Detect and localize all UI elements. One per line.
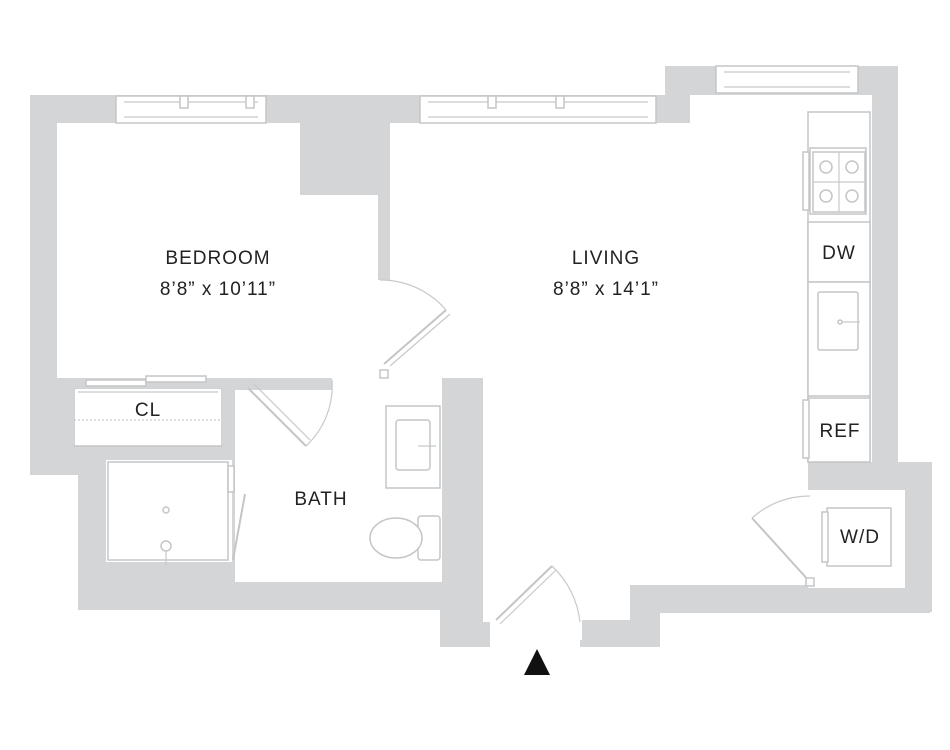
doors	[247, 279, 581, 625]
washer-dryer: W/D	[751, 495, 892, 587]
kitchen: DW REF	[802, 111, 871, 463]
windows	[115, 65, 859, 124]
closet	[73, 375, 223, 447]
wd-door-swing	[751, 495, 811, 519]
living-dimensions: 8’8” x 14’1”	[553, 279, 659, 300]
window-bedroom	[115, 95, 267, 124]
window-living	[419, 95, 657, 124]
living-name: LIVING	[572, 248, 640, 269]
bedroom-door	[379, 279, 451, 367]
dishwasher-label: DW	[822, 243, 856, 264]
shower-icon	[107, 461, 246, 565]
entry-arrow-icon	[524, 649, 550, 675]
bedroom-dimensions: 8’8” x 10’11”	[160, 279, 276, 300]
closet-name: CL	[135, 400, 161, 421]
room-labels: BEDROOM 8’8” x 10’11” LIVING 8’8” x 14’1…	[135, 248, 659, 510]
toilet-icon	[369, 515, 441, 561]
bath-fixtures	[107, 405, 441, 565]
bath-sink-icon	[385, 405, 441, 489]
refrigerator-label: REF	[820, 421, 861, 442]
bath-door	[247, 369, 389, 447]
bath-name: BATH	[294, 489, 347, 510]
entry-door	[495, 565, 581, 625]
wd-door	[751, 517, 811, 583]
bedroom-name: BEDROOM	[165, 248, 270, 269]
stove-icon	[802, 147, 867, 215]
kitchen-sink-icon	[807, 281, 871, 397]
refrigerator-box	[807, 397, 871, 463]
washer-dryer-label: W/D	[840, 527, 880, 548]
window-kitchen	[715, 65, 859, 94]
